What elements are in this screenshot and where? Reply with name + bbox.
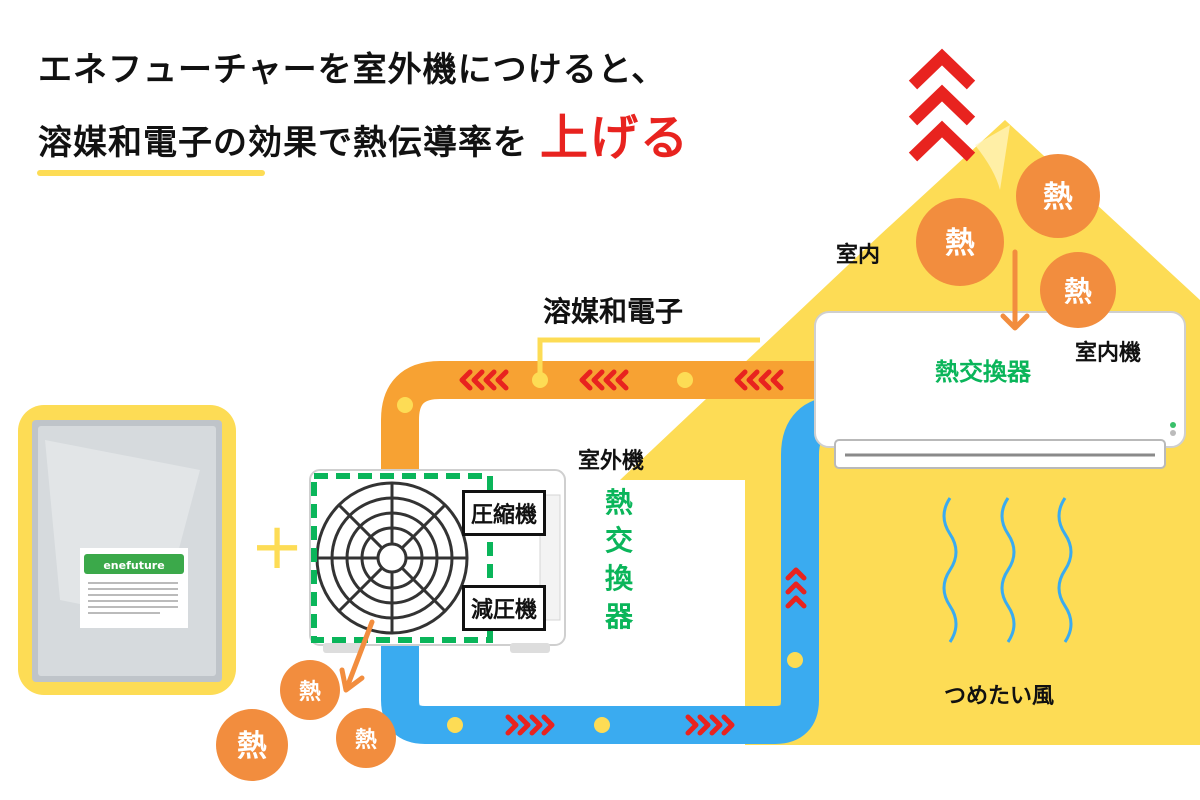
- indoor-unit: [814, 311, 1186, 469]
- pipe-blue: [381, 396, 860, 744]
- chevron-left-icon: [579, 369, 629, 391]
- arrow-down-icon: [1000, 249, 1030, 331]
- title-line-2-text: 溶媒和電子の効果で熱伝導率を: [38, 123, 528, 163]
- chevron-up-icon: [908, 84, 976, 126]
- cold-air-waves: [942, 497, 1073, 643]
- heat-badge: [1016, 154, 1100, 238]
- heat-badge-text: 熱: [299, 679, 321, 705]
- pipe-dot: [787, 652, 803, 668]
- label-indoor-heat-exchanger: 熱交換器: [935, 358, 1031, 386]
- house-roof-shine: [975, 125, 1010, 190]
- chevron-right-icon: [505, 714, 555, 736]
- heat-badge-text: 熱: [945, 226, 975, 261]
- label-outdoor-heat-exchanger: 熱交換器: [605, 486, 634, 633]
- title-line-2: 溶媒和電子の効果で熱伝導率を上げる: [38, 98, 690, 168]
- heat-badge-text: 熱: [1064, 275, 1092, 308]
- heat-exchanger-frame: [311, 473, 493, 643]
- heat-badge: [1040, 252, 1116, 328]
- heat-badge: [280, 660, 340, 720]
- title-emphasis: 上げる: [540, 110, 691, 166]
- chevron-up-icon: [785, 567, 807, 609]
- chevron-up-icon: [908, 120, 976, 162]
- heat-badge-text: 熱: [237, 729, 267, 764]
- pipe-dot: [594, 717, 610, 733]
- flow-arrows-blue: [505, 567, 807, 736]
- heat-badge: [336, 708, 396, 768]
- chevron-up-icon: [908, 48, 976, 90]
- raise-chevrons: [908, 48, 976, 162]
- heat-badge: [216, 709, 288, 781]
- pipe-dot: [677, 372, 693, 388]
- heat-arrows: [339, 249, 1030, 693]
- heat-badges: [216, 154, 1116, 781]
- callout-line: [537, 337, 760, 380]
- pipe-dots: [397, 372, 803, 733]
- label-solvated-electrons: 溶媒和電子: [543, 295, 684, 328]
- pipe-dot: [447, 717, 463, 733]
- label-indoor: 室内: [836, 243, 881, 268]
- label-cool-air: つめたい風: [944, 684, 1055, 709]
- label-compressor: 圧縮機: [462, 490, 547, 536]
- arrow-down-left-icon: [339, 619, 375, 693]
- pipe-orange: [381, 361, 840, 600]
- heat-badge-text: 熱: [1043, 180, 1073, 215]
- fan-icon: [315, 481, 469, 635]
- label-indoor-unit: 室内機: [1075, 341, 1142, 366]
- chevron-left-icon: [459, 369, 509, 391]
- heat-badge: [916, 198, 1004, 286]
- label-decompressor: 減圧機: [462, 585, 547, 631]
- product-brand: enefuture: [103, 559, 164, 572]
- pipe-dot: [397, 397, 413, 413]
- chevron-right-icon: [685, 714, 735, 736]
- label-outdoor-unit: 室外機: [578, 449, 645, 474]
- plus-sign: +: [250, 510, 304, 584]
- heat-badge-text: 熱: [355, 727, 377, 753]
- flow-arrows-orange: [459, 369, 784, 391]
- title-line-1: エネフューチャーを室外機につけると、: [38, 50, 667, 90]
- product-pack: [18, 405, 236, 695]
- chevron-left-icon: [734, 369, 784, 391]
